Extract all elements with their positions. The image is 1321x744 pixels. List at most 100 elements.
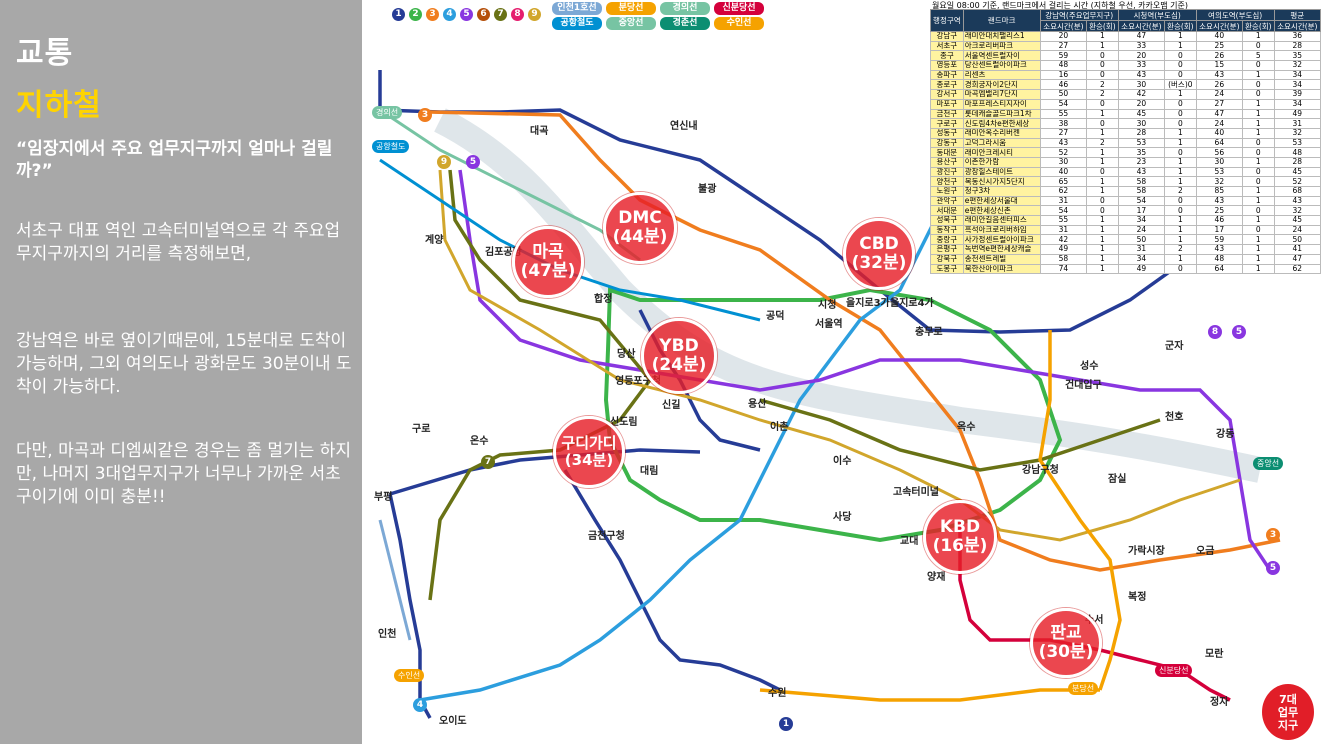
gyeongui-badge: 경의선 — [372, 106, 403, 119]
hub-dmc-name: DMC — [618, 208, 662, 228]
cell-value: 16 — [1039, 69, 1088, 81]
legend-line-4: 4 — [443, 8, 456, 21]
cell-value: 53 — [1117, 137, 1166, 149]
cell-value: 1 — [1164, 224, 1197, 236]
cell-value: 33 — [1117, 40, 1166, 52]
cell-value: 35 — [1273, 50, 1321, 62]
header-time: 소요시간(분) — [1195, 20, 1244, 32]
station-gangdong: 강동 — [1216, 429, 1235, 440]
station-gosok: 고속터미널 — [893, 487, 939, 498]
badge-line-2: 업무 — [1277, 705, 1299, 719]
cell-district: 동대문 — [930, 147, 964, 158]
cell-value: 55 — [1039, 108, 1088, 120]
cell-landmark: 신도림4차e편한세상 — [962, 118, 1041, 129]
cell-value: 1 — [1242, 98, 1275, 110]
cell-district: 광진구 — [930, 166, 964, 178]
cell-value: 53 — [1273, 137, 1321, 149]
cell-value: 47 — [1195, 108, 1244, 120]
hub-ybd-name: YBD — [659, 336, 699, 356]
cell-value: 28 — [1117, 127, 1166, 139]
cell-district: 서대문 — [930, 205, 964, 217]
cell-value: 1 — [1086, 31, 1119, 42]
hub-pangyo-time: (30분) — [1038, 642, 1094, 662]
cell-value: 31 — [1117, 244, 1166, 255]
legend-pill-5: 중앙선 — [606, 17, 656, 30]
cell-value: 0 — [1242, 166, 1275, 178]
cell-value: 34 — [1273, 98, 1321, 110]
cell-value: 1 — [1164, 234, 1197, 246]
cell-value: 28 — [1273, 156, 1321, 168]
legend-line-7: 7 — [494, 8, 507, 21]
cell-value: 62 — [1039, 186, 1088, 197]
station-jamsil: 잠실 — [1108, 474, 1127, 485]
station-yeongdeungpo: 영등포구청 — [615, 376, 661, 387]
cell-value: 0 — [1242, 205, 1275, 217]
cell-landmark: 광장힐스테이트 — [962, 166, 1041, 178]
cell-district: 용산구 — [930, 156, 964, 168]
section-subtitle: 지하철 — [16, 88, 102, 123]
hub-ybd-time: (24분) — [651, 355, 707, 375]
airport-badge: 공항철도 — [372, 140, 410, 153]
cell-landmark: 리센츠 — [962, 69, 1041, 81]
cell-district: 마포구 — [930, 98, 964, 110]
cell-value: 34 — [1273, 79, 1321, 91]
legend-pill-1: 분당선 — [606, 2, 656, 15]
cell-value: 50 — [1039, 89, 1088, 100]
station-jeongja: 정자 — [1210, 697, 1229, 708]
cell-value: 0 — [1086, 205, 1119, 217]
cell-value: 35 — [1117, 147, 1166, 158]
station-bokjeong: 복정 — [1128, 592, 1147, 603]
station-moran: 모란 — [1205, 649, 1224, 660]
cell-landmark: e편한세상서울대 — [962, 195, 1041, 207]
header-avg: 평균 — [1273, 9, 1321, 21]
cell-value: 34 — [1117, 253, 1166, 265]
cell-value: 30 — [1039, 156, 1088, 168]
cell-value: 0 — [1242, 176, 1275, 187]
cell-landmark: 마곡엠밸리7단지 — [962, 89, 1041, 100]
cell-value: 1 — [1242, 108, 1275, 120]
cell-value: 0 — [1242, 40, 1275, 52]
station-singil: 신길 — [662, 400, 681, 411]
station-euljiro3: 을지로3가 — [846, 298, 890, 309]
cell-value: 31 — [1273, 118, 1321, 129]
cell-value: 27 — [1039, 127, 1088, 139]
cell-value: 46 — [1039, 79, 1088, 91]
cell-district: 금천구 — [930, 108, 964, 120]
question-text: “임장지에서 주요 업무지구까지 얼마나 걸릴까?” — [16, 139, 333, 181]
cell-value: 2 — [1086, 137, 1119, 149]
cell-value: 31 — [1039, 195, 1088, 207]
header-transfer: 환승(회) — [1242, 20, 1275, 32]
cell-value: 1 — [1086, 156, 1119, 168]
cell-value: (버스)0 — [1164, 79, 1197, 91]
cell-landmark: 청구3차 — [962, 186, 1041, 197]
hub-cbd: CBD (32분) — [843, 218, 915, 290]
hub-pangyo-name: 판교 — [1050, 623, 1082, 643]
cell-value: 27 — [1039, 40, 1088, 52]
cell-value: 0 — [1164, 98, 1197, 110]
cell-value: 2 — [1164, 244, 1197, 255]
cell-district: 양천구 — [930, 176, 964, 187]
hub-cbd-time: (32분) — [851, 253, 907, 273]
cell-value: 1 — [1086, 147, 1119, 158]
cell-value: 0 — [1164, 195, 1197, 207]
cell-value: 24 — [1273, 224, 1321, 236]
cell-value: 43 — [1195, 244, 1244, 255]
cell-value: 0 — [1086, 195, 1119, 207]
cell-value: 41 — [1273, 244, 1321, 255]
cell-landmark: 래미안길음센터피스 — [962, 215, 1041, 226]
cell-value: 0 — [1242, 60, 1275, 71]
header-transfer: 환승(회) — [1164, 20, 1197, 32]
station-onsu: 온수 — [470, 436, 489, 447]
legend-pill-2: 경의선 — [660, 2, 710, 15]
cell-value: 85 — [1195, 186, 1244, 197]
line-3b-marker: 3 — [1266, 528, 1280, 542]
